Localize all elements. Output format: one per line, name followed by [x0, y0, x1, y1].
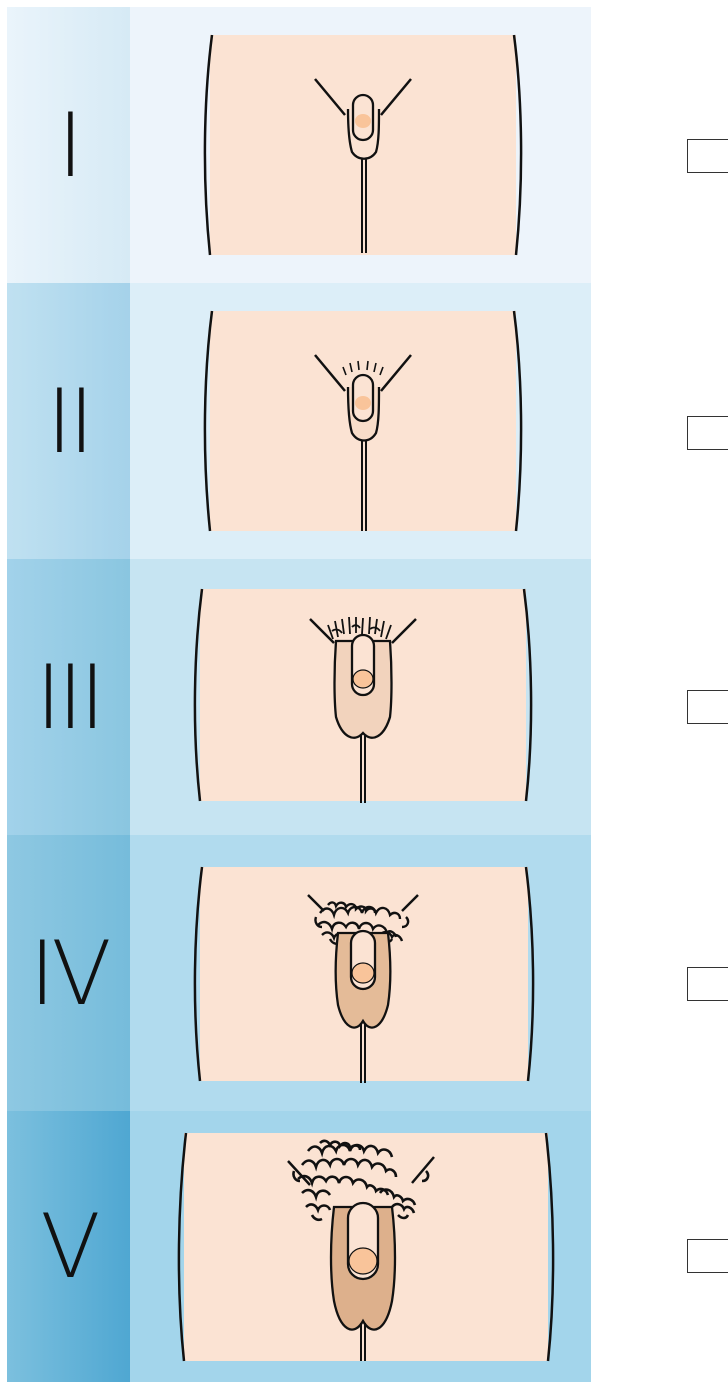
- stage-4-checkbox[interactable]: [687, 967, 728, 1001]
- stage-label-1: I: [7, 7, 130, 283]
- stage-illustration-4: [130, 835, 591, 1111]
- stage-row-2: II: [7, 283, 591, 559]
- stage-label-3: III: [7, 559, 130, 835]
- stage-label-5: V: [7, 1111, 130, 1382]
- stage-1-checkbox[interactable]: [687, 139, 728, 173]
- stage-3-checkbox[interactable]: [687, 690, 728, 724]
- stage-illustration-2: [130, 283, 591, 559]
- stage-row-4: IV: [7, 835, 591, 1111]
- stage-2-checkbox[interactable]: [687, 416, 728, 450]
- tanner-stage-chart: I II: [7, 7, 591, 1382]
- stage-illustration-5: [130, 1111, 591, 1382]
- stage-label-2: II: [7, 283, 130, 559]
- stage-label-4: IV: [7, 835, 130, 1111]
- stage-illustration-1: [130, 7, 591, 283]
- stage-5-checkbox[interactable]: [687, 1239, 728, 1273]
- stage-row-5: V: [7, 1111, 591, 1382]
- stage-illustration-3: [130, 559, 591, 835]
- stage-row-3: III: [7, 559, 591, 835]
- stage-row-1: I: [7, 7, 591, 283]
